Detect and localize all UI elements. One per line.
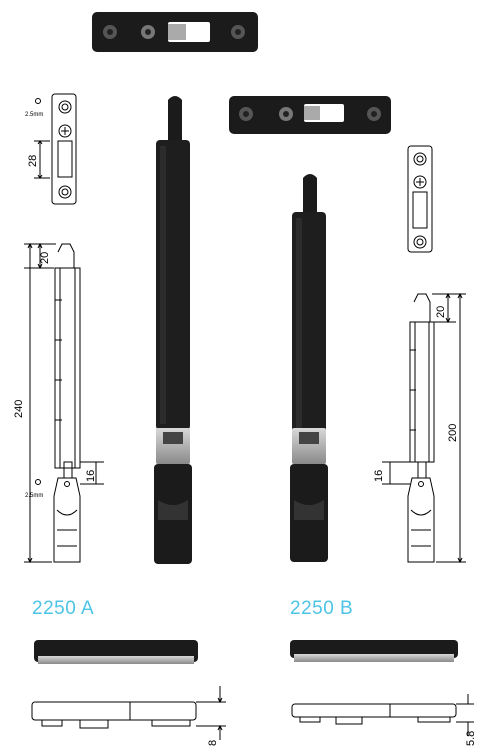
keeper-plate-photo-a — [92, 12, 258, 52]
drawing-b-latch-bar — [382, 292, 466, 564]
latch-bar-photo-b — [290, 174, 328, 562]
a-top-offset-label: 20 — [39, 252, 51, 264]
a-thickness-label: 8 — [207, 740, 219, 746]
b-top-offset-label: 20 — [435, 306, 447, 318]
latch-bar-photo-a — [154, 96, 192, 564]
a-slot-length-label: 28 — [27, 155, 39, 167]
side-profile-drawing-b — [291, 694, 474, 736]
drawing-b-keeper-plate — [407, 145, 433, 253]
b-total-length-label: 200 — [447, 424, 459, 442]
a-screw-diameter-label: 2.5mm — [25, 112, 43, 118]
side-profile-photo-b — [290, 640, 458, 662]
a-bottom-offset-label: 16 — [85, 470, 97, 482]
side-profile-photo-a — [34, 640, 198, 664]
model-label-a: 2250 A — [32, 598, 95, 619]
b-thickness-label: 5.8 — [465, 731, 477, 746]
model-label-b: 2250 B — [290, 598, 354, 619]
keeper-plate-photo-b — [229, 96, 391, 134]
drawing-a-latch-bar — [24, 242, 104, 564]
a-total-length-label: 240 — [13, 400, 25, 418]
b-bottom-offset-label: 16 — [373, 470, 385, 482]
side-profile-drawing-a — [31, 686, 226, 740]
drawing-a-keeper-plate — [34, 93, 77, 205]
a-bottom-screw-label: 2.5mm — [25, 493, 43, 499]
